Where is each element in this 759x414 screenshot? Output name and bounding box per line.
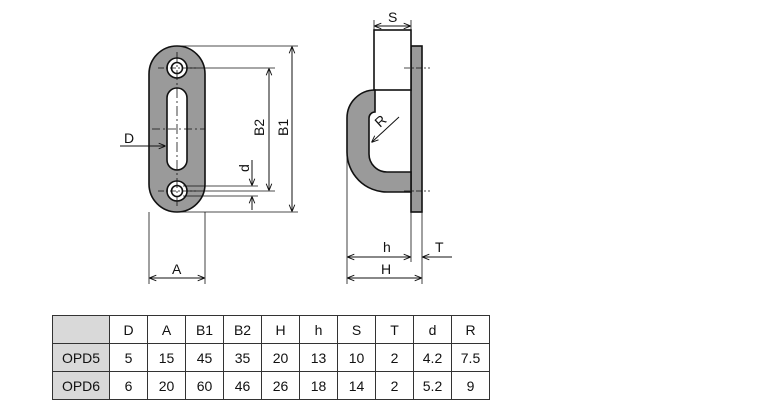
table-cell: 20 [261,343,300,372]
label-B2: B2 [251,119,267,136]
table-row: OPD5 5 15 45 35 20 13 10 2 4.2 7.5 [52,343,490,372]
table-cell: 9 [451,371,490,400]
table-cell: 2 [375,371,414,400]
table-cell: 46 [223,371,262,400]
table-cell: 7.5 [451,343,490,372]
label-D: D [124,130,134,146]
table-corner-cell [52,315,110,344]
column-header: B1 [185,315,224,344]
table-cell: 45 [185,343,224,372]
table-cell: 6 [109,371,148,400]
label-h: h [383,239,391,255]
column-header: T [375,315,414,344]
bent-bow [346,89,412,193]
label-S: S [388,9,397,25]
column-header: h [299,315,338,344]
technical-drawing: D A B1 B2 d S [120,9,452,284]
table-cell: 20 [147,371,186,400]
table-cell: 10 [337,343,376,372]
model-cell: OPD5 [52,343,110,372]
column-header: D [109,315,148,344]
label-A: A [172,261,182,277]
table-cell: 35 [223,343,262,372]
table-cell: 5.2 [413,371,452,400]
back-plate [410,45,423,213]
label-B1: B1 [275,119,291,136]
vertical-leg [373,29,412,91]
column-header: B2 [223,315,262,344]
table-cell: 13 [299,343,338,372]
front-view: D A B1 B2 d [120,45,298,284]
table-cell: 15 [147,343,186,372]
label-T: T [435,239,444,255]
table-cell: 18 [299,371,338,400]
label-d: d [236,164,252,172]
model-cell: OPD6 [52,371,110,400]
column-header: d [413,315,452,344]
table-cell: 60 [185,371,224,400]
column-header: A [147,315,186,344]
label-H: H [381,261,391,277]
table-cell: 2 [375,343,414,372]
table-cell: 26 [261,371,300,400]
table-row: OPD6 6 20 60 46 26 18 14 2 5.2 9 [52,371,490,400]
side-view: S R h T H [346,9,452,284]
table-header-row: D A B1 B2 H h S T d R [52,315,490,344]
table-cell: 5 [109,343,148,372]
column-header: H [261,315,300,344]
table-cell: 14 [337,371,376,400]
table-cell: 4.2 [413,343,452,372]
spec-table: D A B1 B2 H h S T d R OPD5 5 15 45 35 20… [52,315,490,400]
column-header: R [451,315,490,344]
column-header: S [337,315,376,344]
label-R: R [371,112,389,131]
